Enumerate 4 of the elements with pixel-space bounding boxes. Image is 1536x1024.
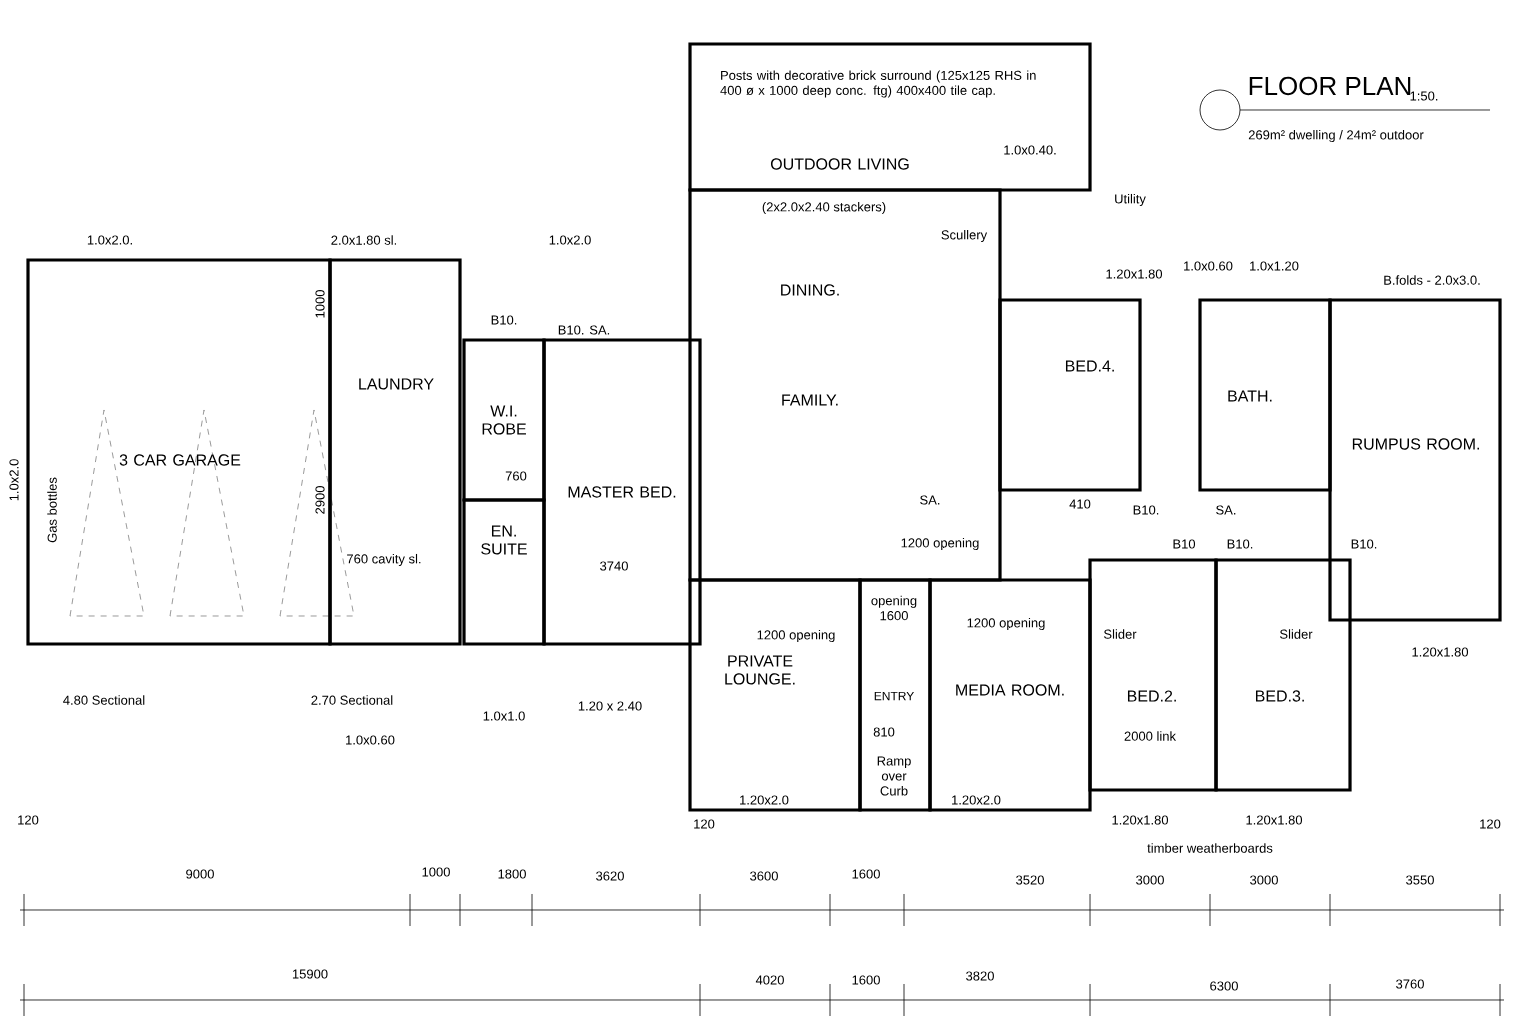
room-outline: BED.4.: [998, 298, 1142, 492]
room-outline: EN. SUITE: [462, 498, 546, 646]
room-outline: BATH.: [1198, 298, 1332, 492]
plan-title: FLOOR PLAN: [1249, 76, 1411, 96]
